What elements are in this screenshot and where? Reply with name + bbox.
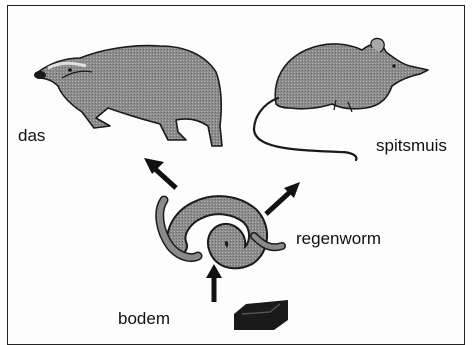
arrow-soil-to-worm (206, 264, 222, 302)
earthworm-illustration (160, 200, 282, 259)
label-soil: bodem (118, 309, 170, 329)
label-badger: das (18, 126, 45, 146)
arrow-worm-to-shrew (266, 182, 300, 214)
badger-illustration (34, 46, 222, 146)
arrow-worm-to-badger (144, 158, 176, 188)
label-earthworm: regenworm (296, 229, 381, 249)
soil-illustration (234, 300, 288, 330)
food-chain-drawing (0, 0, 472, 338)
badger-snout (34, 71, 46, 79)
label-shrew: spitsmuis (376, 136, 447, 156)
